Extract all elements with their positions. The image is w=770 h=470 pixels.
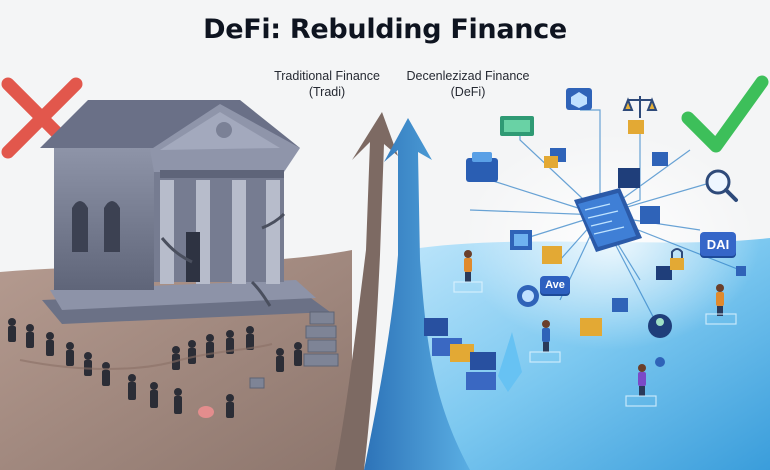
piggy-bank [198,406,214,418]
circle-coin-icon [517,285,539,307]
dai-badge: DAI [700,232,736,256]
node-cube-3 [640,206,660,224]
scales-icon [622,96,658,118]
traditional-arrow [335,112,398,470]
gold-chip-icon [544,156,558,168]
defi-line1: Decenlezizad Finance [406,69,530,83]
defi-line2: (DeFi) [450,85,486,99]
node-cube-2 [542,246,562,264]
hexagon-icon [566,88,592,110]
blue-blocks [424,318,522,392]
defi-label: Decenlezizad Finance (DeFi) [398,68,538,100]
green-check-icon [681,75,769,153]
node-cube-6 [580,318,602,336]
node-cube-4 [656,266,672,280]
padlock-icon [670,248,684,270]
page-title: DeFi: Rebulding Finance [203,14,567,45]
aave-badge: Ave [540,276,570,294]
box-icon [618,168,640,188]
queue-path [19,343,273,370]
code-screen [574,188,642,252]
traditional-finance-line1: Traditional Finance [274,69,380,83]
stone-blocks [249,311,339,389]
defi-arrow [364,118,470,470]
node-cube-1 [510,230,532,250]
defi-people [464,250,724,396]
bank-building [40,100,330,324]
node-cube-7 [736,266,746,276]
drop-icon [655,357,665,367]
gold-cube-icon [628,120,644,134]
user-coin-icon [648,314,672,338]
traditional-finance-line2: (Tradi) [308,85,346,99]
wallet-icon [466,152,498,182]
traditional-finance-label: Traditional Finance (Tradi) [262,68,392,100]
platform-tiles [453,281,737,407]
cube-icon [652,152,668,166]
node-cube-5 [612,298,628,312]
cash-icon [500,116,534,136]
magnifier-icon [705,169,738,202]
